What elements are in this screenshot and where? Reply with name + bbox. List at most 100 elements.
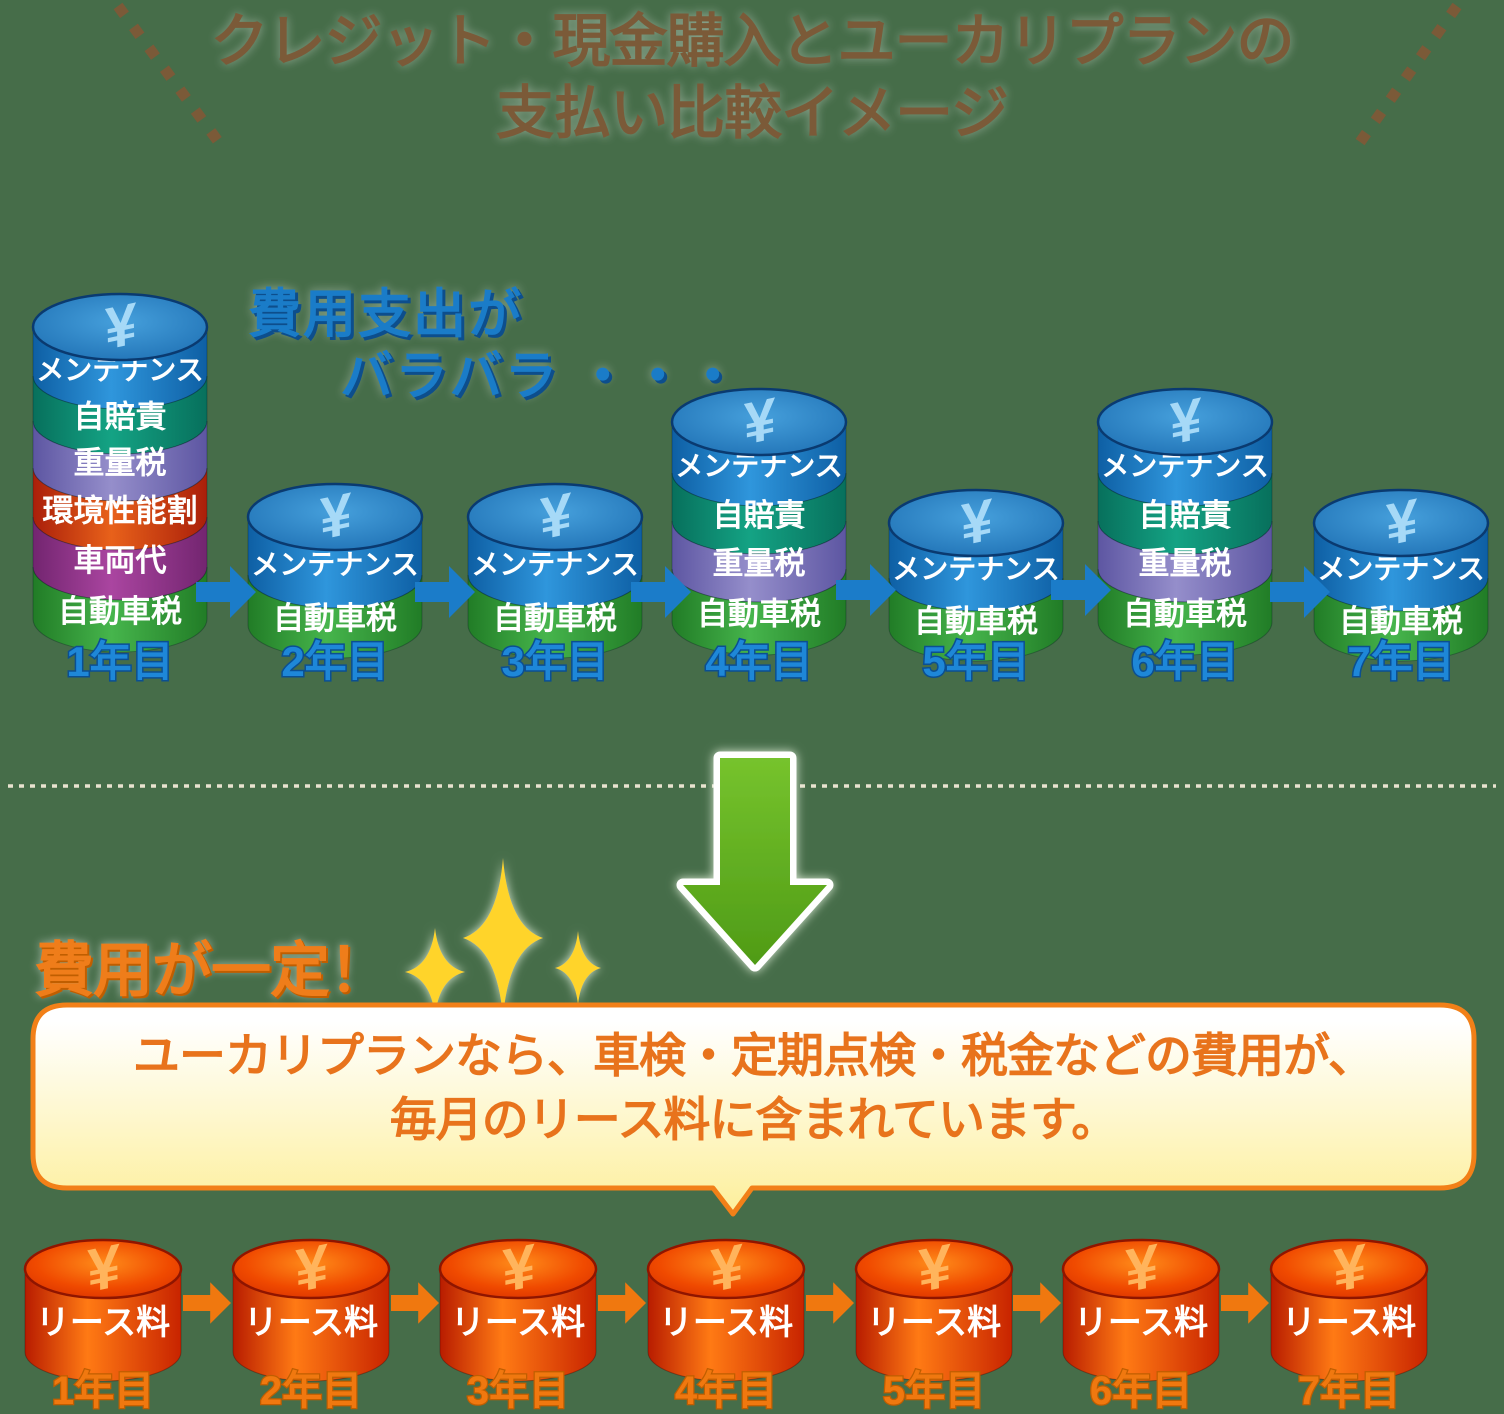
year-label: 7年目 — [1347, 638, 1454, 685]
year-label: 6年目 — [1131, 638, 1238, 685]
flow-arrow-icon — [806, 1282, 854, 1324]
year-label: 7年目 — [1298, 1369, 1400, 1413]
year-label: 6年目 — [1090, 1369, 1192, 1413]
cost-band-label: 自賠責 — [74, 400, 167, 435]
cost-band-auto_tax — [247, 574, 423, 659]
lease-fee-label: リース料 — [244, 1304, 378, 1342]
cost-band-label: 重量税 — [1139, 546, 1232, 581]
cylinder-top-face — [246, 482, 424, 552]
cylinder-top-face — [1312, 488, 1490, 558]
page-title: クレジット・現金購入とユーカリプランの 支払い比較イメージ — [0, 6, 1504, 150]
cylinder-top-face — [1096, 387, 1274, 457]
cylinder-top-face — [670, 387, 848, 457]
flow-arrow-icon — [183, 1282, 231, 1324]
lease-cylinder-year-6: リース料¥6年目 — [1061, 1231, 1221, 1414]
cost-band-label: 自動車税 — [914, 604, 1038, 639]
flow-arrow-icon — [1270, 566, 1330, 618]
plan-bubble-line2: 毎月のリース料に含まれています。 — [389, 1093, 1119, 1146]
cylinder-top-face — [646, 1238, 806, 1300]
cost-band-label: 重量税 — [74, 446, 167, 481]
flow-arrow-icon — [415, 566, 475, 618]
scattered-costs-note: 費用支出が バラバラ ・・・ — [248, 284, 741, 408]
cost-band-label: メンテナンス — [251, 549, 418, 580]
scattered-costs-note-line2: バラバラ ・・・ — [340, 347, 742, 406]
fixed-cost-headline: 費用が一定！ — [34, 937, 389, 1004]
plan-speech-bubble-text: ユーカリプランなら、車検・定期点検・税金などの費用が、 毎月のリース料に含まれて… — [33, 1024, 1474, 1152]
cylinder-top-face — [1061, 1238, 1221, 1300]
title-accent-line-right — [1348, 2, 1462, 156]
year-label: 2年目 — [281, 638, 388, 685]
cylinder-top-face — [466, 482, 644, 552]
page-title-line2: 支払い比較イメージ — [496, 81, 1009, 146]
cylinder-top-face — [1269, 1238, 1429, 1300]
cylinder-top-face — [854, 1238, 1014, 1300]
sparkle-icon — [555, 931, 601, 1005]
year-label: 4年目 — [705, 638, 812, 685]
year-label: 1年目 — [52, 1369, 154, 1413]
flow-arrow-icon — [1221, 1282, 1269, 1324]
plan-speech-bubble — [30, 1002, 1477, 1217]
lease-fee-label: リース料 — [1074, 1304, 1208, 1342]
year-label: 5年目 — [883, 1369, 985, 1413]
cost-band-label: 自賠責 — [1139, 498, 1232, 533]
cost-band-auto_tax — [32, 566, 208, 653]
cylinder-top-face — [438, 1238, 598, 1300]
cylinder-top-face — [23, 1238, 183, 1300]
year-label: 5年目 — [922, 638, 1029, 685]
lease-fee-label: リース料 — [451, 1304, 585, 1342]
cost-band-auto_tax — [1097, 568, 1273, 656]
cylinder-top-face — [887, 488, 1065, 558]
flow-arrow-icon — [836, 564, 896, 616]
lease-cylinder-year-4: リース料¥4年目 — [646, 1231, 806, 1414]
cost-band-label: メンテナンス — [1317, 553, 1484, 584]
cost-band-label: 自動車税 — [1339, 604, 1463, 639]
year-label: 2年目 — [260, 1369, 362, 1413]
sparkle-icon — [463, 858, 543, 1018]
year-label: 4年目 — [675, 1369, 777, 1413]
cost-band-auto_tax — [1313, 577, 1489, 662]
cost-band-auto_tax — [888, 577, 1064, 662]
cost-band-label: 自動車税 — [1123, 597, 1247, 632]
flow-arrow-icon — [1013, 1282, 1061, 1324]
cost-band-auto_tax — [671, 568, 847, 656]
year-label: 1年目 — [66, 638, 173, 685]
lease-cylinder-year-3: リース料¥3年目 — [438, 1231, 598, 1414]
cylinder-top-face — [231, 1238, 391, 1300]
cost-band-label: 自動車税 — [493, 601, 617, 636]
cylinder-top-face — [31, 292, 209, 362]
flow-arrow-icon — [391, 1282, 439, 1324]
page-title-line1: クレジット・現金購入とユーカリプランの — [210, 9, 1294, 74]
lease-fee-label: リース料 — [1282, 1304, 1416, 1342]
lease-cylinder-year-1: リース料¥1年目 — [23, 1231, 183, 1414]
cost-band-label: メンテナンス — [892, 553, 1059, 584]
flow-arrow-icon — [196, 566, 256, 618]
year-label: 3年目 — [467, 1369, 569, 1413]
title-accent-line-left — [113, 2, 231, 156]
scattered-costs-note-line1: 費用支出が — [248, 285, 523, 344]
cost-band-label: メンテナンス — [471, 549, 638, 580]
cost-band-label: 自賠責 — [713, 498, 806, 533]
lease-cylinder-year-2: リース料¥2年目 — [231, 1231, 391, 1414]
lease-cylinder-year-5: リース料¥5年目 — [854, 1231, 1014, 1414]
lease-fee-label: リース料 — [867, 1304, 1001, 1342]
flow-arrow-icon — [1051, 564, 1111, 616]
cost-band-label: 自動車税 — [273, 601, 397, 636]
cost-band-label: 環境性能割 — [43, 494, 198, 529]
cost-band-auto_tax — [467, 574, 643, 659]
flow-arrow-icon — [631, 566, 691, 618]
lease-cylinder-year-7: リース料¥7年目 — [1269, 1231, 1429, 1414]
lease-fee-label: リース料 — [659, 1304, 793, 1342]
lease-fee-label: リース料 — [36, 1304, 170, 1342]
flow-arrow-icon — [598, 1282, 646, 1324]
plan-bubble-line1: ユーカリプランなら、車検・定期点検・税金などの費用が、 — [132, 1029, 1375, 1082]
sparkle-icon — [405, 928, 465, 1016]
year-label: 3年目 — [501, 638, 608, 685]
down-arrow-icon — [676, 751, 834, 972]
